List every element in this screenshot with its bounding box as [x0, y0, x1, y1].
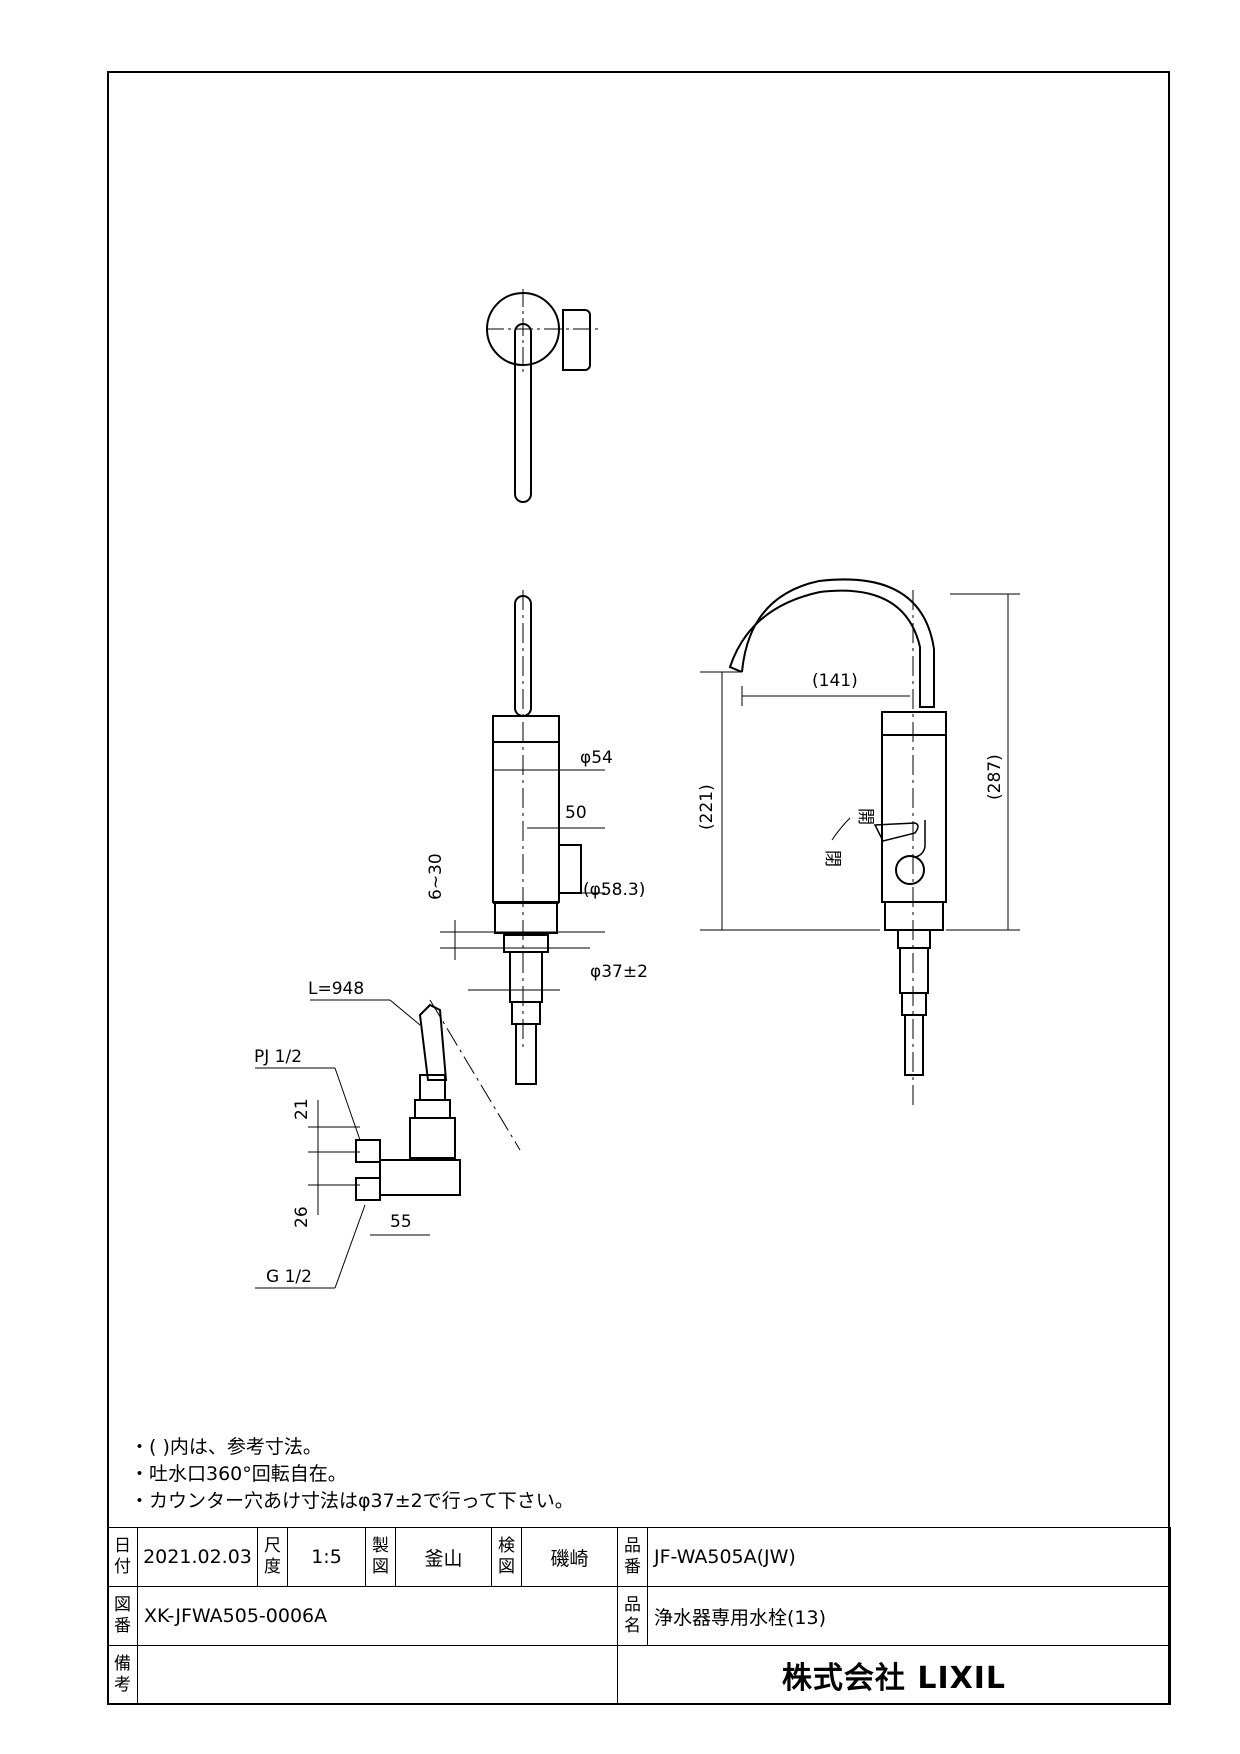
- dim-55: 55: [390, 1212, 412, 1232]
- scale-label: 尺度: [257, 1527, 288, 1587]
- drawn-value: 釜山: [395, 1527, 492, 1587]
- dim-221: (221): [697, 784, 717, 830]
- supply-joint-view: [255, 999, 521, 1289]
- dim-L: L=948: [308, 979, 364, 999]
- date-label: 日付: [107, 1527, 138, 1587]
- drawing-no-value: XK-JFWA505-0006A: [137, 1586, 618, 1646]
- dim-phi37: φ37±2: [590, 962, 648, 982]
- drawn-label: 製図: [365, 1527, 396, 1587]
- dim-287: (287): [985, 754, 1005, 800]
- dim-g: G 1/2: [266, 1267, 312, 1287]
- label-open: 開: [855, 808, 875, 825]
- checked-label: 検図: [491, 1527, 522, 1587]
- part-name-label: 品名: [617, 1586, 648, 1646]
- dim-141: (141): [812, 671, 858, 691]
- dim-phi58: (φ58.3): [583, 880, 645, 900]
- remarks-label: 備考: [107, 1645, 138, 1705]
- note-line: ・カウンター穴あけ寸法はφ37±2で行って下さい。: [130, 1490, 574, 1512]
- dim-pj: PJ 1/2: [254, 1047, 302, 1067]
- dim-6-30: 6~30: [426, 853, 446, 900]
- drawing-no-label: 図番: [107, 1586, 138, 1646]
- title-block: 日付 2021.02.03 尺度 1:5 製図 釜山 検図 磯崎 品番 JF-W…: [107, 1527, 1171, 1705]
- company-name: 株式会社 LIXIL: [617, 1645, 1171, 1705]
- part-no-label: 品番: [617, 1527, 648, 1587]
- dim-21: 21: [292, 1098, 312, 1120]
- checked-value: 磯崎: [521, 1527, 618, 1587]
- dim-26: 26: [292, 1206, 312, 1228]
- part-name-value: 浄水器専用水栓(13): [647, 1586, 1171, 1646]
- side-view: [700, 578, 1020, 1110]
- top-view: [486, 289, 600, 503]
- notes: ・( )内は、参考寸法。 ・吐水口360°回転自在。 ・カウンター穴あけ寸法はφ…: [130, 1434, 574, 1515]
- dim-50: 50: [565, 803, 587, 823]
- note-line: ・吐水口360°回転自在。: [130, 1463, 347, 1485]
- scale-value: 1:5: [287, 1527, 366, 1587]
- remarks-value: [137, 1645, 618, 1705]
- front-view: [440, 590, 605, 1085]
- part-no-value: JF-WA505A(JW): [647, 1527, 1171, 1587]
- date-value: 2021.02.03: [137, 1527, 258, 1587]
- label-close: 閉: [822, 850, 842, 867]
- dim-phi54: φ54: [580, 748, 613, 768]
- note-line: ・( )内は、参考寸法。: [130, 1436, 322, 1458]
